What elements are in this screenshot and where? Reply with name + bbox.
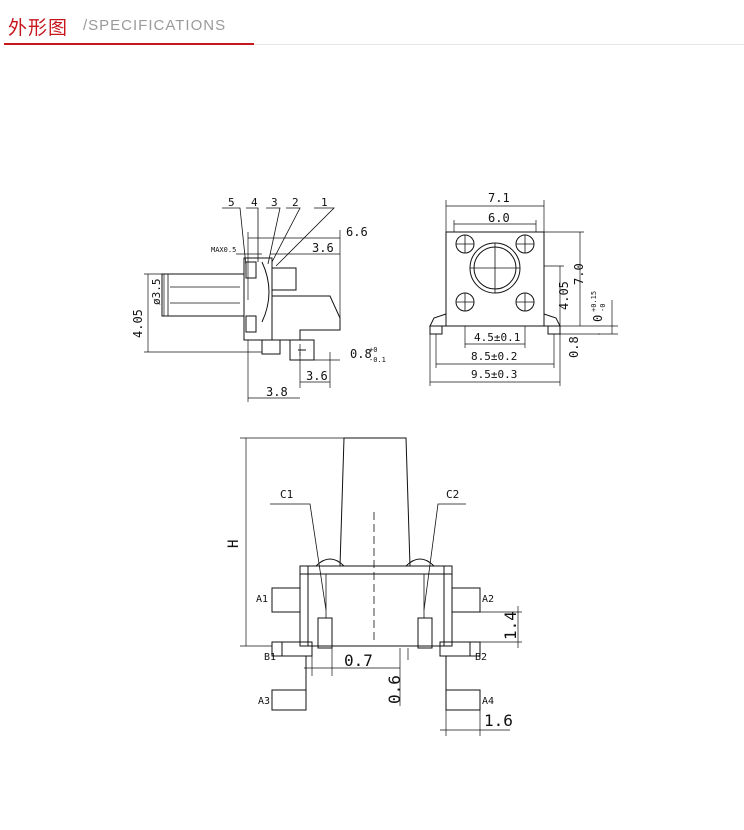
dim-7-0: 7.0 <box>572 263 586 285</box>
callout-1: 1 <box>321 196 328 209</box>
max-label: MAX0.5 <box>211 246 236 254</box>
section-header: 外形图 /SPECIFICATIONS <box>0 0 744 46</box>
dim-6-0: 6.0 <box>488 211 510 225</box>
label-c1: C1 <box>280 488 293 501</box>
dim-6-6: 6.6 <box>346 225 368 239</box>
section-title-cn: 外形图 <box>8 17 69 39</box>
dim-0-tol: 0 <box>591 315 605 322</box>
bottom-view: C1 C2 A1 A2 B1 B2 A3 A4 H 0.7 0.6 1.4 1.… <box>226 437 522 736</box>
label-b1: B1 <box>264 652 276 663</box>
dim-0-tol-down: -0 <box>599 304 607 312</box>
label-a2: A2 <box>482 594 494 605</box>
side-view: 5 4 3 2 1 MAX0.5 6.6 3.6 <box>131 196 386 402</box>
dim-0-8-tol-up: +0 <box>369 346 377 354</box>
label-a1: A1 <box>256 594 268 605</box>
callout-2: 2 <box>292 196 299 209</box>
dim-3-6-bottom: 3.6 <box>306 369 328 383</box>
dim-3-6-top: 3.6 <box>312 241 334 255</box>
dim-pitch-8-5: 8.5±0.2 <box>471 350 517 363</box>
dim-0-8: 0.8 <box>350 347 372 361</box>
dim-3-8: 3.8 <box>266 385 288 399</box>
dim-4-05-side: 4.05 <box>131 309 145 338</box>
label-c2: C2 <box>446 488 459 501</box>
dim-0-8-tol-down: -0.1 <box>369 356 386 364</box>
dim-4-05-front: 4.05 <box>557 281 571 310</box>
title-underline-rule <box>254 44 744 45</box>
title-underline-accent <box>4 43 254 45</box>
label-a4: A4 <box>482 696 494 707</box>
dim-pitch-9-5: 9.5±0.3 <box>471 368 517 381</box>
dim-0-tol-up: +0.15 <box>590 291 598 312</box>
dim-7-1: 7.1 <box>488 191 510 205</box>
dim-0-6: 0.6 <box>385 675 404 704</box>
callout-3: 3 <box>271 196 278 209</box>
dim-0-8-front: 0.8 <box>567 336 581 358</box>
dim-pitch-4-5: 4.5±0.1 <box>474 331 520 344</box>
label-a3: A3 <box>258 696 270 707</box>
dim-1-4: 1.4 <box>501 611 520 640</box>
front-view: 7.1 6.0 <box>429 191 618 386</box>
callout-5: 5 <box>228 196 235 209</box>
section-title-en: /SPECIFICATIONS <box>83 17 227 34</box>
callout-4: 4 <box>251 196 258 209</box>
dim-1-6: 1.6 <box>484 711 513 730</box>
dim-0-7: 0.7 <box>344 651 373 670</box>
label-h: H <box>226 540 242 548</box>
label-b2: B2 <box>475 652 487 663</box>
dim-dia-3-5: ø3.5 <box>150 279 163 306</box>
